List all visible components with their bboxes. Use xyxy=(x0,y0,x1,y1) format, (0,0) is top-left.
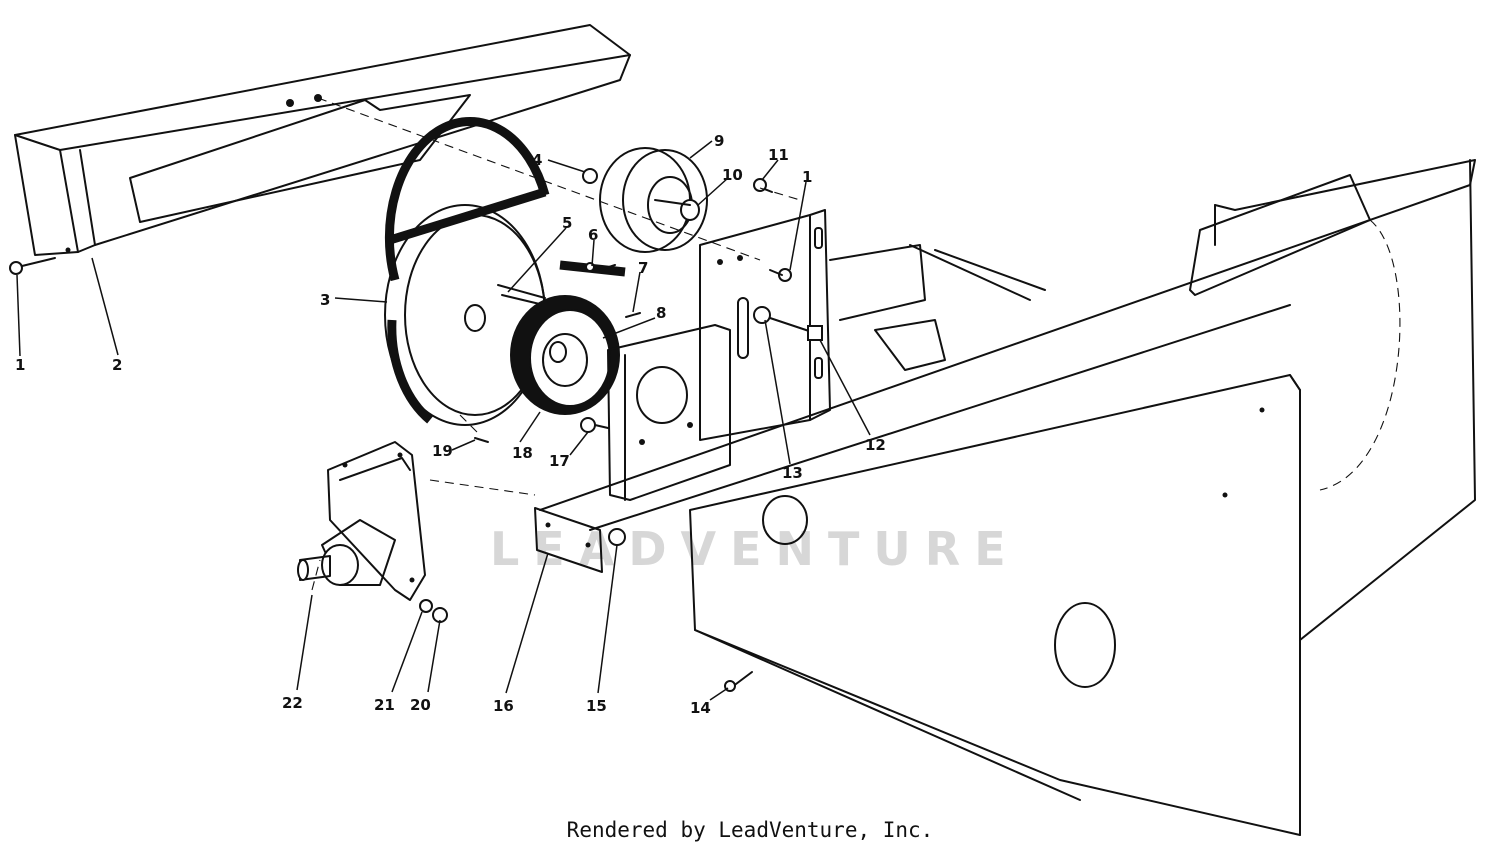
callout-19: 19 xyxy=(432,442,453,460)
callout-12: 12 xyxy=(865,436,886,454)
side-bracket xyxy=(534,507,603,573)
callout-22: 22 xyxy=(282,694,303,712)
callout-14: 14 xyxy=(690,699,711,717)
callout-10: 10 xyxy=(722,166,743,184)
assembly-line-bolt xyxy=(759,187,801,201)
idler-pulley xyxy=(599,147,708,253)
callout-9: 9 xyxy=(714,132,724,150)
callout-6: 6 xyxy=(588,226,598,244)
callout-11: 11 xyxy=(768,146,789,164)
callout-16: 16 xyxy=(493,697,514,715)
belt-guard xyxy=(14,24,631,256)
callout-4: 4 xyxy=(532,151,542,169)
callout-1-left: 1 xyxy=(15,356,25,374)
auger-housing xyxy=(689,374,1301,836)
callout-20: 20 xyxy=(410,696,431,714)
callout-1-right: 1 xyxy=(802,168,812,186)
idler-bracket xyxy=(699,209,831,441)
mounting-plate xyxy=(607,324,731,501)
leader-lines xyxy=(16,140,871,701)
callout-15: 15 xyxy=(586,697,607,715)
callout-7: 7 xyxy=(638,259,648,277)
callout-5: 5 xyxy=(562,214,572,232)
watermark: LEADVENTURE xyxy=(490,522,1020,576)
small-pulley xyxy=(510,295,620,415)
assembly-line-gearbox xyxy=(429,479,536,496)
callout-21: 21 xyxy=(374,696,395,714)
bolt-1-left xyxy=(9,257,56,275)
footer-credit: Rendered by LeadVenture, Inc. xyxy=(566,818,934,842)
assembly-line-pulley xyxy=(459,414,481,436)
callouts: 1 2 3 4 5 6 7 8 9 10 11 1 12 13 14 15 16… xyxy=(15,132,886,717)
callout-13: 13 xyxy=(782,464,803,482)
hardware xyxy=(419,168,823,692)
callout-17: 17 xyxy=(549,452,570,470)
belt-top xyxy=(388,187,547,245)
gearbox xyxy=(297,441,426,601)
assembly-line-shaft xyxy=(311,559,321,591)
frame xyxy=(539,159,1476,641)
callout-3: 3 xyxy=(320,291,330,309)
callout-8: 8 xyxy=(656,304,666,322)
callout-2: 2 xyxy=(112,356,122,374)
alignment-line xyxy=(317,97,761,261)
callout-18: 18 xyxy=(512,444,533,462)
